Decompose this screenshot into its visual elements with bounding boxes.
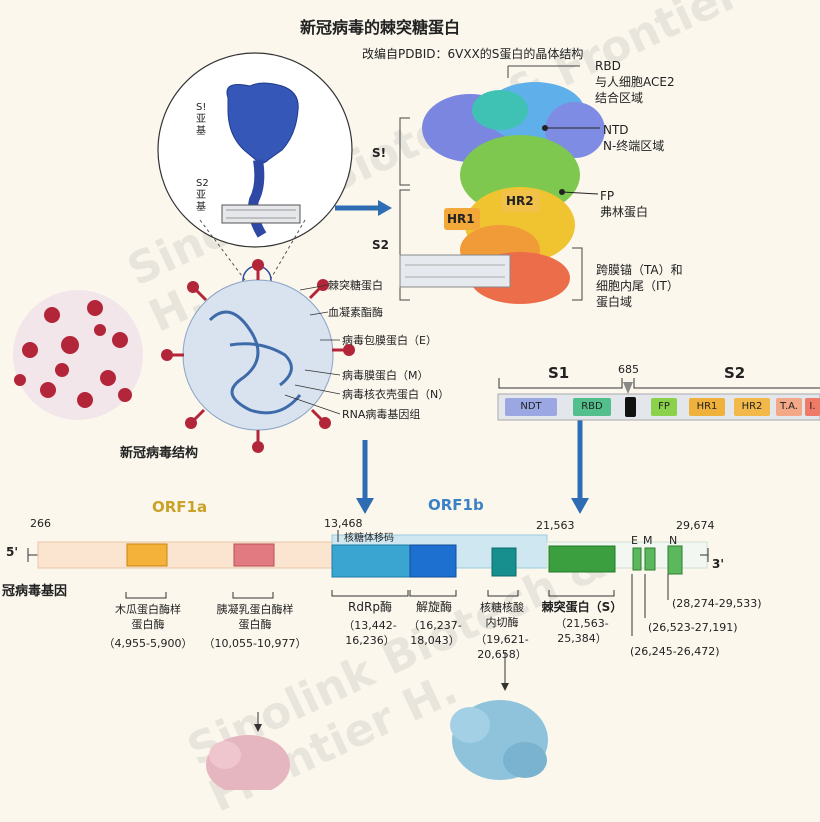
three-prime-label: 3'	[712, 557, 725, 571]
spike-gene-block	[548, 545, 616, 573]
rbd-label: RBD 与人细胞ACE2 结合区域	[595, 59, 675, 105]
s2-label: S2	[372, 238, 389, 252]
virus-cluster-illustration	[13, 290, 143, 420]
s1-bracket	[498, 378, 623, 389]
virus-label-m: 病毒膜蛋白（M）	[342, 369, 429, 382]
feature-name-papain: 木瓜蛋白酶样 蛋白酶	[115, 603, 181, 631]
range-n-gene: (28,274-29,533)	[672, 597, 762, 610]
down-arrow-right	[571, 405, 589, 514]
page-title: 新冠病毒的棘突糖蛋白	[300, 18, 461, 37]
m-gene-block	[644, 547, 656, 571]
feature-range-rdrp: （13,442- 16,236）	[343, 619, 397, 647]
spike-protein-structure	[399, 82, 605, 304]
virus-caption: 新冠病毒结构	[120, 446, 199, 461]
m-gene-label: M	[643, 534, 653, 547]
down-arrow-left	[356, 440, 374, 514]
helicase-block	[409, 544, 457, 578]
five-prime-label: 5'	[6, 545, 19, 559]
feature-name-helicase: 解旋酶	[415, 600, 452, 614]
s1-subunit-label: S! 亚基	[196, 102, 207, 137]
feature-name-rdrp: RdRp酶	[348, 600, 392, 614]
rdrp-block	[331, 544, 411, 578]
hr1-label: HR1	[447, 212, 475, 226]
feature-range-papain: （4,955-5,900）	[103, 637, 193, 650]
orf1b-label: ORF1b	[428, 496, 484, 514]
endoribonuclease-block	[491, 547, 517, 577]
feature-range-helicase: （16,237- 18,043）	[408, 619, 462, 647]
s1-bar-label: S1	[548, 364, 570, 382]
range-e-gene: (26,245-26,472)	[630, 645, 720, 658]
domain-hr2: HR2	[734, 398, 770, 416]
domain-it: I.	[805, 398, 820, 416]
virus-label-n: 病毒核衣壳蛋白（N）	[342, 388, 450, 401]
pos-29674: 29,674	[676, 519, 715, 532]
feature-name-chymotrypsin: 胰凝乳蛋白酶样 蛋白酶	[216, 603, 294, 631]
frameshift-label: 核糖体移码	[344, 533, 394, 544]
virus-particle-illustration	[161, 259, 355, 453]
feature-range-chymotrypsin: （10,055-10,977）	[203, 637, 307, 650]
domain-rbd: RBD	[573, 398, 611, 416]
pos-266: 266	[30, 517, 51, 530]
fp-label: FP 弗林蛋白	[600, 189, 649, 219]
pos-21563: 21,563	[536, 519, 575, 532]
hr2-label: HR2	[506, 194, 534, 208]
e-gene-block	[632, 547, 642, 571]
virus-label-e: 病毒包膜蛋白（E）	[342, 334, 437, 347]
page-subtitle: 改编自PDBID：6VXX的S蛋白的晶体结构	[362, 47, 584, 61]
feature-range-spike: （21,563- 25,384）	[555, 617, 609, 645]
virus-label-rna: RNA病毒基因组	[342, 408, 421, 421]
genome-label: 冠病毒基因	[2, 584, 68, 599]
ta-label: 跨膜锚（TA）和 细胞内尾（IT） 蛋白域	[596, 263, 683, 309]
papain-like-protease-block	[126, 543, 168, 567]
feature-range-endoribonuclease: （19,621- 20,658）	[475, 633, 529, 661]
n-gene-label: N	[669, 534, 678, 547]
protease-protein-illustration	[206, 735, 290, 790]
domain-hr1: HR1	[689, 398, 725, 416]
orf1a-label: ORF1a	[152, 498, 208, 516]
diagram-canvas	[13, 52, 820, 790]
spike-zoom-illustration	[221, 82, 301, 238]
cleavage-site-marker	[625, 397, 636, 417]
virus-label-spike: 棘突糖蛋白	[328, 279, 383, 292]
e-gene-label: E	[631, 534, 638, 547]
virus-label-he: 血凝素酯酶	[328, 306, 383, 319]
feature-name-endoribonuclease: 核糖核酸 内切酶	[480, 601, 524, 629]
helicase-protein-illustration	[450, 700, 548, 780]
range-m-gene: (26,523-27,191)	[648, 621, 738, 634]
pos-13468: 13,468	[324, 517, 363, 530]
cleavage-site-label: 685	[618, 363, 639, 376]
n-gene-block	[667, 545, 683, 575]
feature-name-spike: 棘突蛋白（S）	[541, 600, 623, 614]
domain-fp: FP	[651, 398, 677, 416]
domain-ndt: NDT	[505, 398, 557, 416]
chymotrypsin-like-protease-block	[233, 543, 275, 567]
s2-bracket	[633, 378, 820, 389]
domain-ta: T.A.	[776, 398, 802, 416]
s2-bar-label: S2	[724, 364, 746, 382]
s1-label: S!	[372, 146, 387, 160]
ntd-label: NTD N-终端区域	[603, 123, 665, 153]
s2-subunit-label: S2 亚基	[196, 178, 209, 213]
